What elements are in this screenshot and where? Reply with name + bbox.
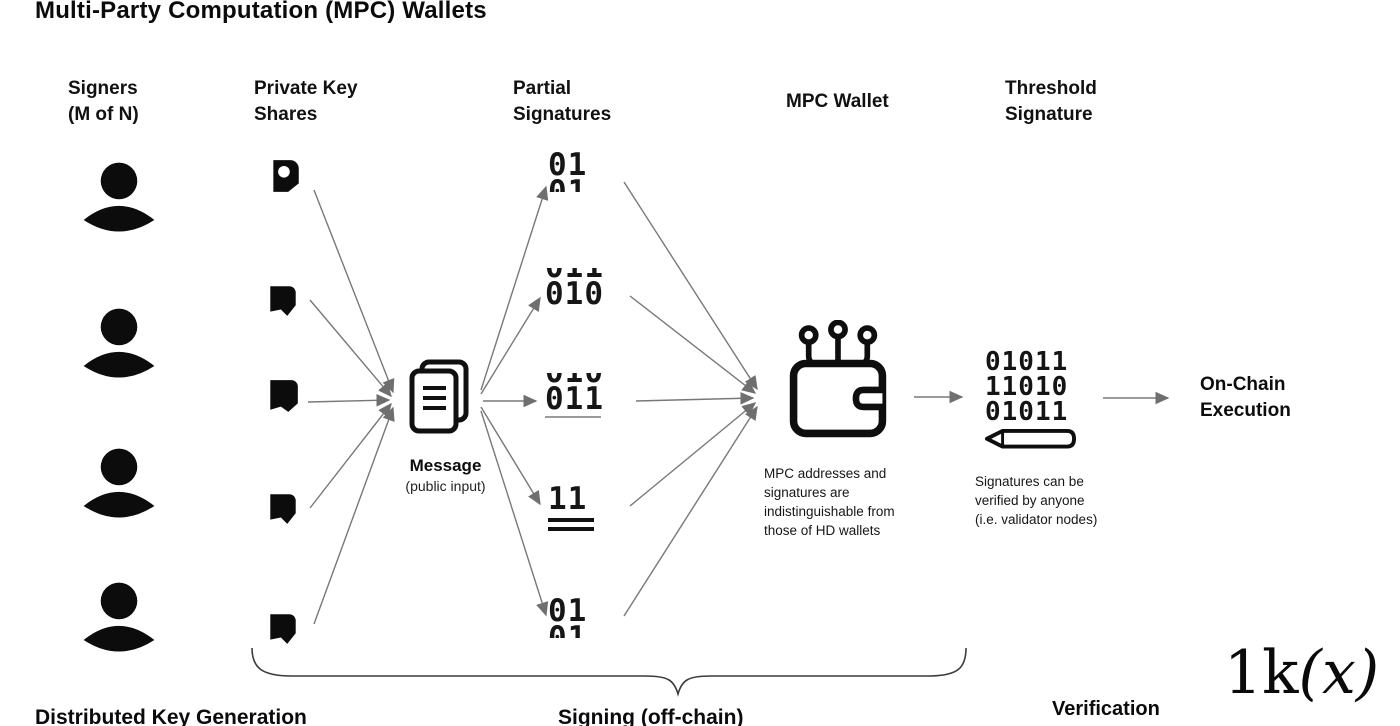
threshold-signature-binary: 01011 11010 01011 bbox=[985, 347, 1069, 427]
key-share-icon bbox=[266, 282, 300, 318]
stage-distributed-key-generation: Distributed Key Generation bbox=[35, 706, 307, 726]
mpc-wallet-note: MPC addresses and signatures are indisti… bbox=[764, 466, 895, 538]
binary-text: 011 bbox=[545, 268, 604, 281]
message-sublabel: (public input) bbox=[405, 478, 486, 494]
stage-verification: Verification bbox=[1052, 698, 1160, 720]
header-private-key-shares: Private Key Shares bbox=[254, 78, 358, 125]
on-chain-execution-label: On-Chain Execution bbox=[1200, 374, 1291, 421]
pencil-icon bbox=[984, 428, 1078, 450]
header-partial-signatures: Partial Signatures bbox=[513, 78, 612, 125]
verification-note: Signatures can be verified by anyone (i.… bbox=[975, 474, 1098, 527]
partial-signature-fragment: 010 011 bbox=[545, 373, 604, 418]
binary-text: 010 bbox=[545, 373, 604, 386]
binary-text: 010 bbox=[545, 276, 604, 312]
binary-text: 01 bbox=[548, 593, 588, 629]
binary-text: 011 bbox=[545, 381, 604, 417]
signer-icon bbox=[80, 152, 158, 244]
header-mpc-wallet: MPC Wallet bbox=[786, 91, 889, 112]
signing-brace bbox=[251, 647, 967, 697]
binary-text: 01 bbox=[548, 625, 587, 638]
key-share-icon bbox=[266, 378, 300, 414]
fragment-rule bbox=[545, 416, 601, 418]
partial-signature-fragment: 01 01 bbox=[548, 593, 588, 639]
binary-text: 11 bbox=[548, 481, 588, 517]
mpc-wallet-icon bbox=[786, 319, 890, 448]
key-share-icon bbox=[268, 158, 302, 194]
key-share-icon bbox=[266, 610, 300, 646]
signer-icon bbox=[80, 298, 158, 390]
clipped-binary-bar bbox=[548, 527, 594, 531]
binary-text: 01 bbox=[548, 179, 587, 192]
1kx-logo: 1k(x) bbox=[1224, 638, 1379, 708]
partial-signature-fragment: 11 bbox=[548, 481, 594, 531]
stage-signing-off-chain: Signing (off-chain) bbox=[558, 706, 744, 726]
clipped-binary-bar bbox=[548, 518, 594, 522]
message-caption: Message (public input) bbox=[368, 456, 523, 494]
header-threshold-signature: Threshold Signature bbox=[1005, 78, 1097, 125]
header-signers: Signers (M of N) bbox=[68, 78, 139, 125]
page-title: Multi-Party Computation (MPC) Wallets bbox=[35, 0, 487, 24]
partial-signature-fragment: 011 010 bbox=[545, 268, 604, 312]
signer-icon bbox=[80, 572, 158, 664]
partial-signature-fragment: 01 01 bbox=[548, 147, 588, 193]
message-document-icon bbox=[406, 358, 476, 438]
logo-prefix: 1k bbox=[1224, 638, 1299, 708]
logo-suffix: (x) bbox=[1298, 638, 1380, 708]
binary-text: 01 bbox=[548, 147, 588, 183]
signer-icon bbox=[80, 438, 158, 530]
message-label: Message bbox=[409, 456, 482, 475]
key-share-icon bbox=[266, 490, 300, 526]
